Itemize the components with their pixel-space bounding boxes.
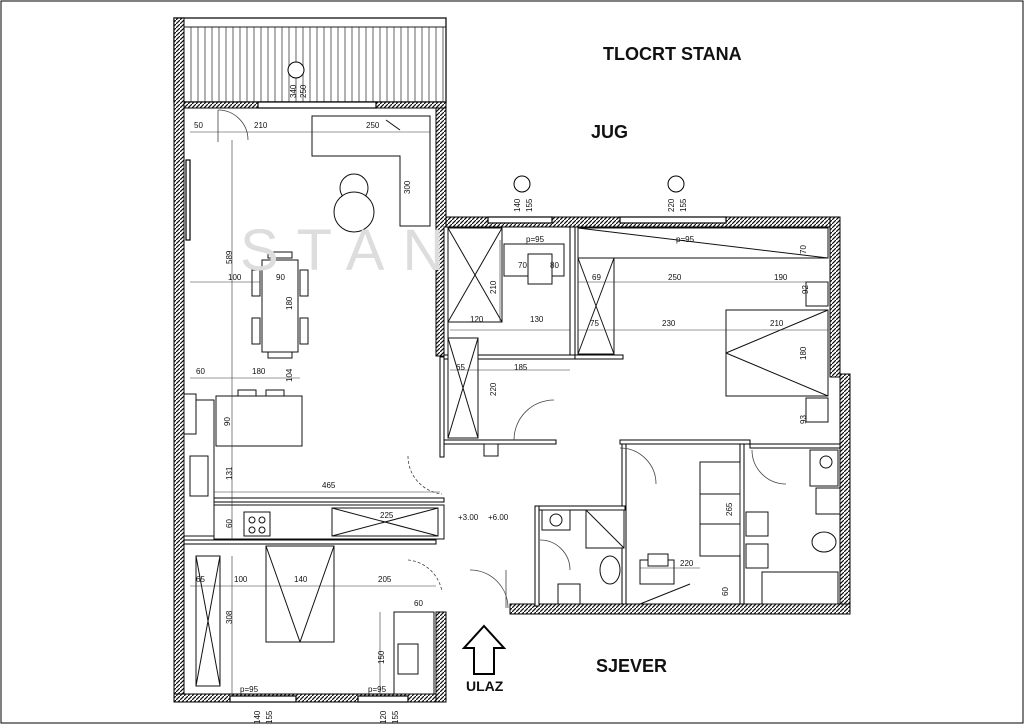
dim: 589 [225,250,234,264]
dim: 100 [234,575,248,584]
dim: p=95 [368,685,387,694]
dim: 120 [470,315,484,324]
dim: 155 [391,710,400,724]
dim: 205 [378,575,392,584]
dim: 220 [489,382,498,396]
dim: 250 [299,84,308,98]
level-mark: +3.00 [458,513,479,522]
dim: 300 [403,180,412,194]
dim: 120 [379,710,388,724]
dim: 92 [801,285,810,294]
dim: 210 [770,319,784,328]
doors [217,109,787,609]
dim: 65 [196,575,205,584]
dim: 155 [525,198,534,212]
dim: 131 [225,466,234,480]
south-label: JUG [591,122,629,142]
dim: 65 [456,363,465,372]
dim: 190 [774,273,788,282]
dim: 180 [799,346,808,360]
furniture [183,115,841,695]
dim: 265 [725,502,734,516]
dim: 155 [265,710,274,724]
dim: 308 [225,610,234,624]
dim: 70 [799,245,808,254]
dim: 210 [489,280,498,294]
dim: 69 [592,273,601,282]
dim: 60 [225,519,234,528]
dim: 220 [667,198,676,212]
dim: 155 [679,198,688,212]
dim: 60 [196,367,205,376]
terrace-railing [173,17,447,103]
interior-walls [183,226,841,607]
dim: 210 [254,121,268,130]
dim: p=95 [526,235,545,244]
dim: 50 [194,121,203,130]
dim: 130 [530,315,544,324]
entrance-arrow [461,624,507,675]
dim: 250 [668,273,682,282]
dim: 180 [285,296,294,310]
dim: 140 [294,575,308,584]
entrance-label: ULAZ [466,678,504,694]
north-label: SJEVER [596,656,668,676]
level-mark: +6.00 [488,513,509,522]
dim: 340 [289,84,298,98]
dim: 90 [223,417,232,426]
dim: 90 [276,273,285,282]
dim: p=95 [676,235,695,244]
dim: p=95 [240,685,259,694]
dim: 70 [518,261,527,270]
dim: 93 [799,415,808,424]
dim: 220 [680,559,694,568]
dim: 140 [253,710,262,724]
dim: 225 [380,511,394,520]
dimension-labels: 50 210 250 300 589 100 90 180 60 180 104… [194,84,810,724]
dim: 60 [721,587,730,596]
dim: 230 [662,319,676,328]
dim: 80 [550,261,559,270]
dim: 250 [366,121,380,130]
dim: 465 [322,481,336,490]
dim: 60 [414,599,423,608]
plan-title: TLOCRT STANA [603,44,742,64]
dim: 100 [228,273,242,282]
dim: 75 [590,319,599,328]
dim: 185 [514,363,528,372]
dim: 104 [285,368,294,382]
dim: 150 [377,650,386,664]
window-markers [287,61,685,193]
dim: 140 [513,198,522,212]
dim: 180 [252,367,266,376]
dimension-lines [190,131,828,696]
watermark: STAN [240,218,462,283]
